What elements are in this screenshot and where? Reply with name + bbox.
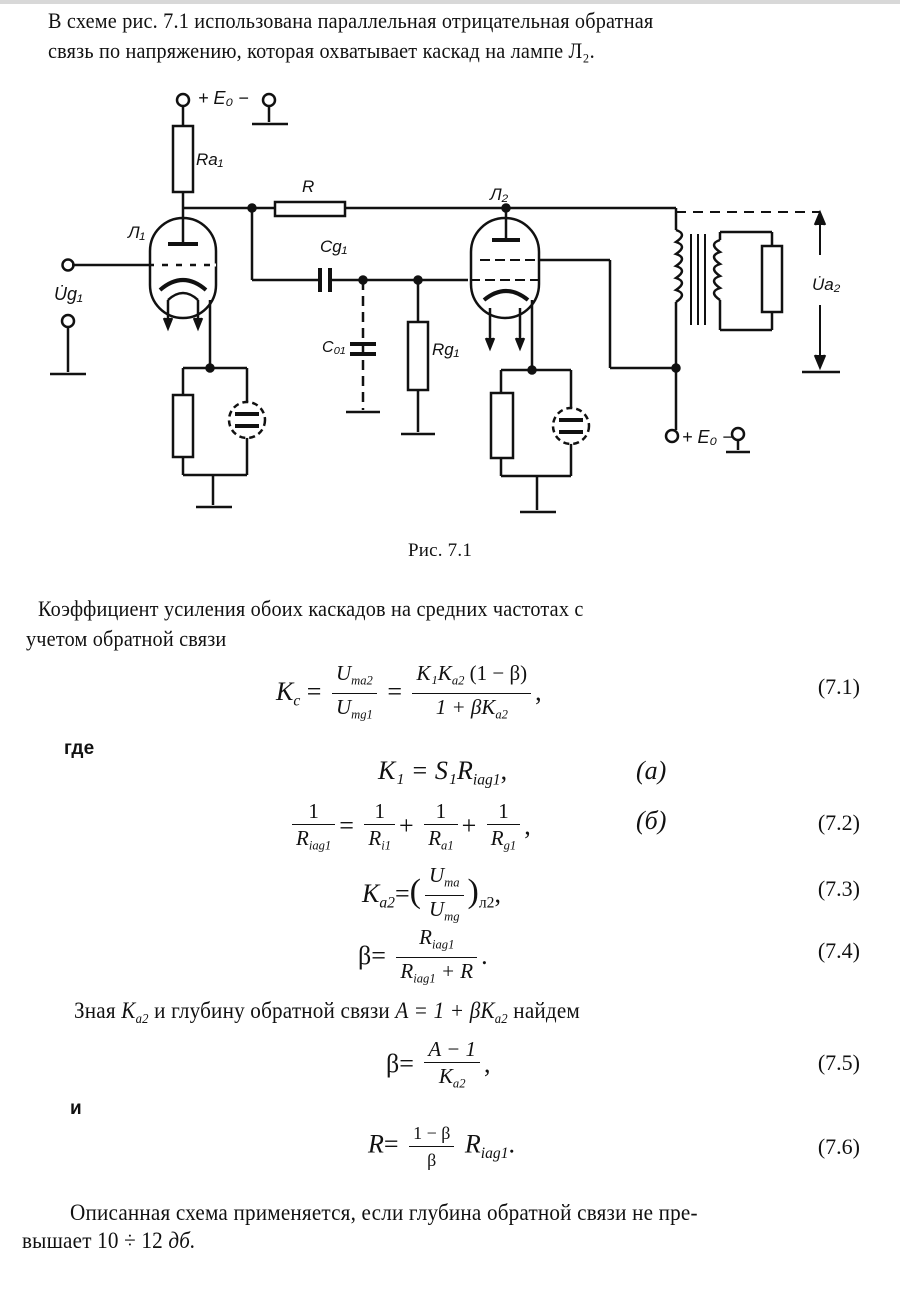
label-c01: C₀₁ xyxy=(322,339,345,356)
label-ug1: U̇g₁ xyxy=(54,284,83,304)
closing-line-1: Описанная схема применяется, если глубин… xyxy=(70,1200,698,1225)
resistor-ra1 xyxy=(171,124,195,194)
closing-line-2: вышает 10 ÷ 12 дб. xyxy=(22,1228,196,1253)
label-supply-top: + E₀ − xyxy=(198,88,249,108)
equation-tag-a: (a) xyxy=(636,756,667,785)
figure-caption: Рис. 7.1 xyxy=(408,540,473,561)
terminal-plus-top xyxy=(175,92,191,108)
equation-number-7-3: (7.3) xyxy=(817,876,860,901)
equation-number-7-6: (7.6) xyxy=(817,1134,860,1159)
intro-line-2: связь по напряжению, которая охватывает … xyxy=(48,38,595,63)
knowing-line: Зная Ka2 и глубину обратной связи A = 1 … xyxy=(74,998,581,1026)
label-rg1: Rg₁ xyxy=(432,340,459,359)
label-r: R xyxy=(302,177,314,196)
input-terminal xyxy=(61,258,75,272)
equation-tag-b: (б) xyxy=(636,806,667,835)
equation-7-2a: K₁ = S₁Riag1, xyxy=(378,756,508,789)
intro-line-1: В схеме рис. 7.1 использована параллельн… xyxy=(48,8,654,33)
equation-number-7-1: (7.1) xyxy=(817,674,860,699)
para2-line-2: учетом обратной связи xyxy=(26,626,227,651)
equation-number-7-2: (7.2) xyxy=(817,810,860,835)
resistor-rg1 xyxy=(406,320,430,392)
label-supply-bottom: + E₀ − xyxy=(682,427,733,447)
resistor-r xyxy=(273,200,347,218)
label-ua2: U̇a₂ xyxy=(812,275,841,294)
label-l1: Л₁ xyxy=(127,223,145,242)
label-l2: Л₂ xyxy=(489,185,509,204)
label-cg1: Cg₁ xyxy=(320,237,347,256)
equation-number-7-5: (7.5) xyxy=(817,1050,860,1075)
label-ra1: Ra₁ xyxy=(196,150,223,169)
scan-top-edge xyxy=(0,0,900,4)
word-where: где xyxy=(64,738,95,759)
word-and: и xyxy=(70,1098,82,1119)
equation-number-7-4: (7.4) xyxy=(817,938,860,963)
para2-line-1: Коэффициент усиления обоих каскадов на с… xyxy=(38,596,584,621)
circuit-diagram: + E₀ − Ra₁ R Л₁ U̇g₁ Cg₁ C₀₁ xyxy=(50,88,841,514)
